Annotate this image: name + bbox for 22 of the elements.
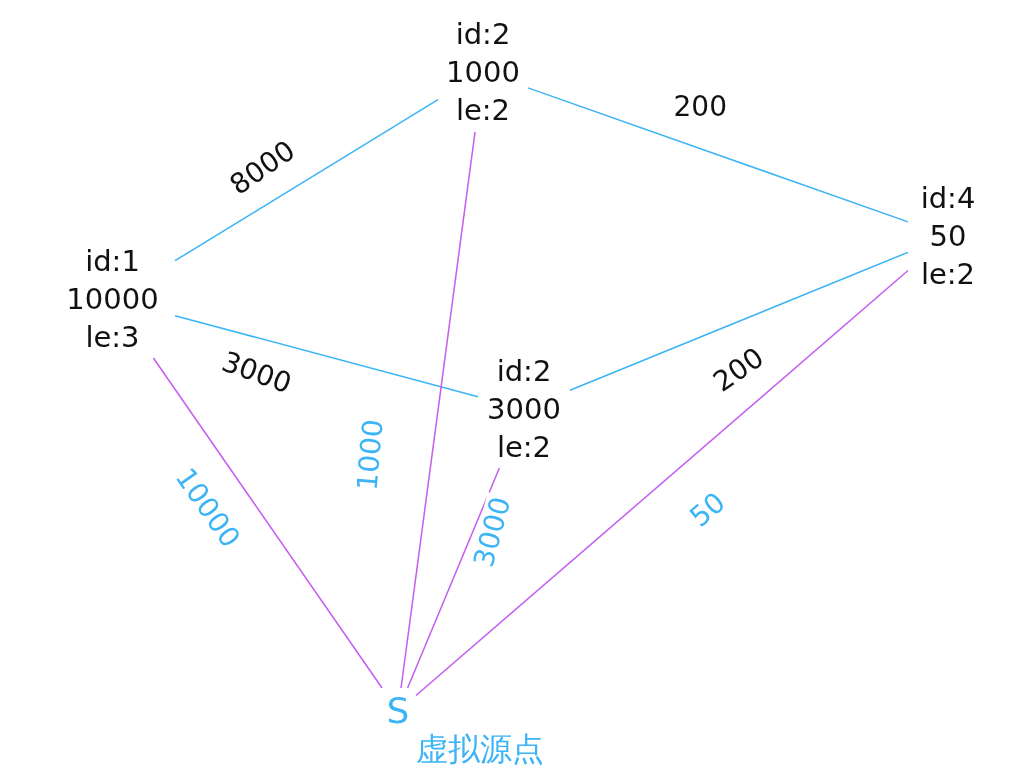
vertex-text: le:2 (496, 429, 552, 466)
vertex-text: le:3 (85, 319, 140, 356)
edge-line (406, 467, 501, 689)
edge-line (152, 357, 383, 689)
vertex-caption: 虚拟源点 (416, 729, 544, 770)
vertex-text: 50 (929, 218, 967, 255)
vertex-text: 10000 (66, 281, 159, 318)
edge-line (569, 251, 909, 391)
edge-line (527, 87, 909, 223)
vertex-text: id:4 (920, 180, 976, 217)
source-vertex-label: S (386, 689, 410, 733)
vertex-text: id:2 (496, 353, 552, 390)
vertex-text: id:2 (455, 16, 511, 53)
vertex-text: le:2 (920, 256, 976, 293)
edge-line (174, 98, 439, 262)
vertex-text: id:1 (85, 243, 140, 280)
vertex-text: 3000 (487, 391, 561, 428)
vertex-text: 1000 (446, 54, 520, 91)
vertex-text: le:2 (455, 92, 511, 129)
edge-line (415, 269, 909, 697)
edge-line (400, 131, 476, 689)
edge-line (174, 314, 479, 398)
